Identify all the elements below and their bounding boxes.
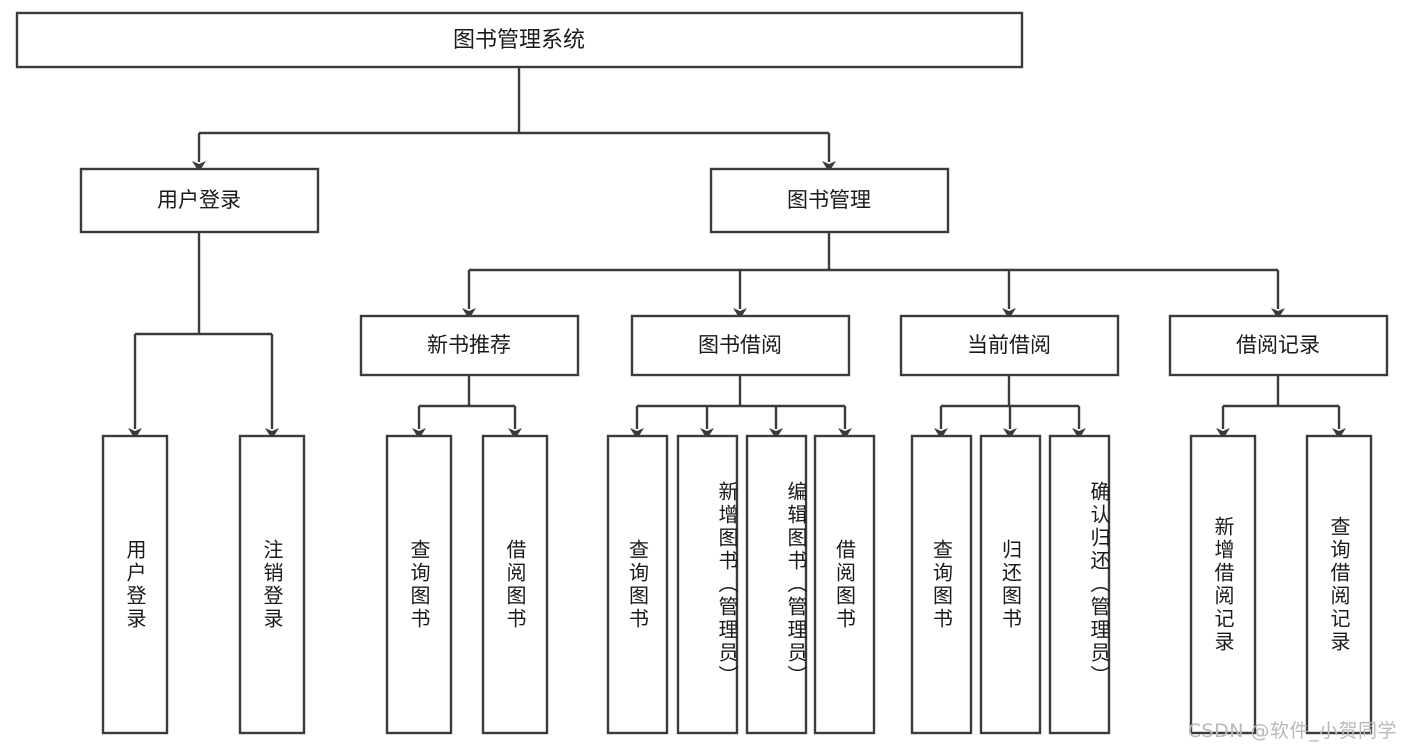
node-user-login-label: 用户登录 <box>157 188 241 212</box>
node-confirm-return-admin[interactable] <box>1048 434 1111 735</box>
node-query-book-3[interactable] <box>910 434 973 735</box>
node-add-borrow-record[interactable] <box>1189 434 1257 735</box>
connector-group-new-book-recommend <box>412 375 522 439</box>
connector-group-borrow-record <box>1216 375 1346 439</box>
node-book-manage[interactable]: 图书管理 <box>709 167 950 234</box>
watermark: CSDN @软件_小贺同学 <box>1187 720 1397 742</box>
connector-group-current-borrow <box>934 375 1086 439</box>
connector-group-user-login <box>128 232 279 439</box>
node-new-book-recommend[interactable]: 新书推荐 <box>359 314 580 377</box>
node-user-login[interactable]: 用户登录 <box>79 167 320 234</box>
node-user-login-do[interactable] <box>101 434 169 735</box>
connector-group-book-manage <box>462 232 1285 319</box>
node-current-borrow-label: 当前借阅 <box>967 333 1051 357</box>
node-book-borrow[interactable]: 图书借阅 <box>630 314 851 377</box>
node-query-borrow-record[interactable] <box>1305 434 1373 735</box>
node-add-book-admin[interactable] <box>676 434 739 735</box>
node-borrow-record-label: 借阅记录 <box>1236 333 1320 357</box>
node-return-book[interactable] <box>979 434 1042 735</box>
node-borrow-book-1[interactable] <box>481 434 549 735</box>
node-borrow-book-2[interactable] <box>813 434 876 735</box>
node-borrow-record[interactable]: 借阅记录 <box>1168 314 1389 377</box>
node-root[interactable]: 图书管理系统 <box>15 11 1024 69</box>
node-query-book-2[interactable] <box>606 434 669 735</box>
node-root-label: 图书管理系统 <box>453 28 585 53</box>
node-current-borrow[interactable]: 当前借阅 <box>899 314 1120 377</box>
node-book-manage-label: 图书管理 <box>787 188 871 212</box>
node-query-book-1[interactable] <box>385 434 453 735</box>
node-new-book-recommend-label: 新书推荐 <box>427 333 511 357</box>
connector-group-book-borrow <box>630 375 852 439</box>
node-edit-book-admin[interactable] <box>745 434 808 735</box>
node-user-logout[interactable] <box>238 434 306 735</box>
node-book-borrow-label: 图书借阅 <box>698 333 782 357</box>
connector-group-root <box>192 67 836 172</box>
